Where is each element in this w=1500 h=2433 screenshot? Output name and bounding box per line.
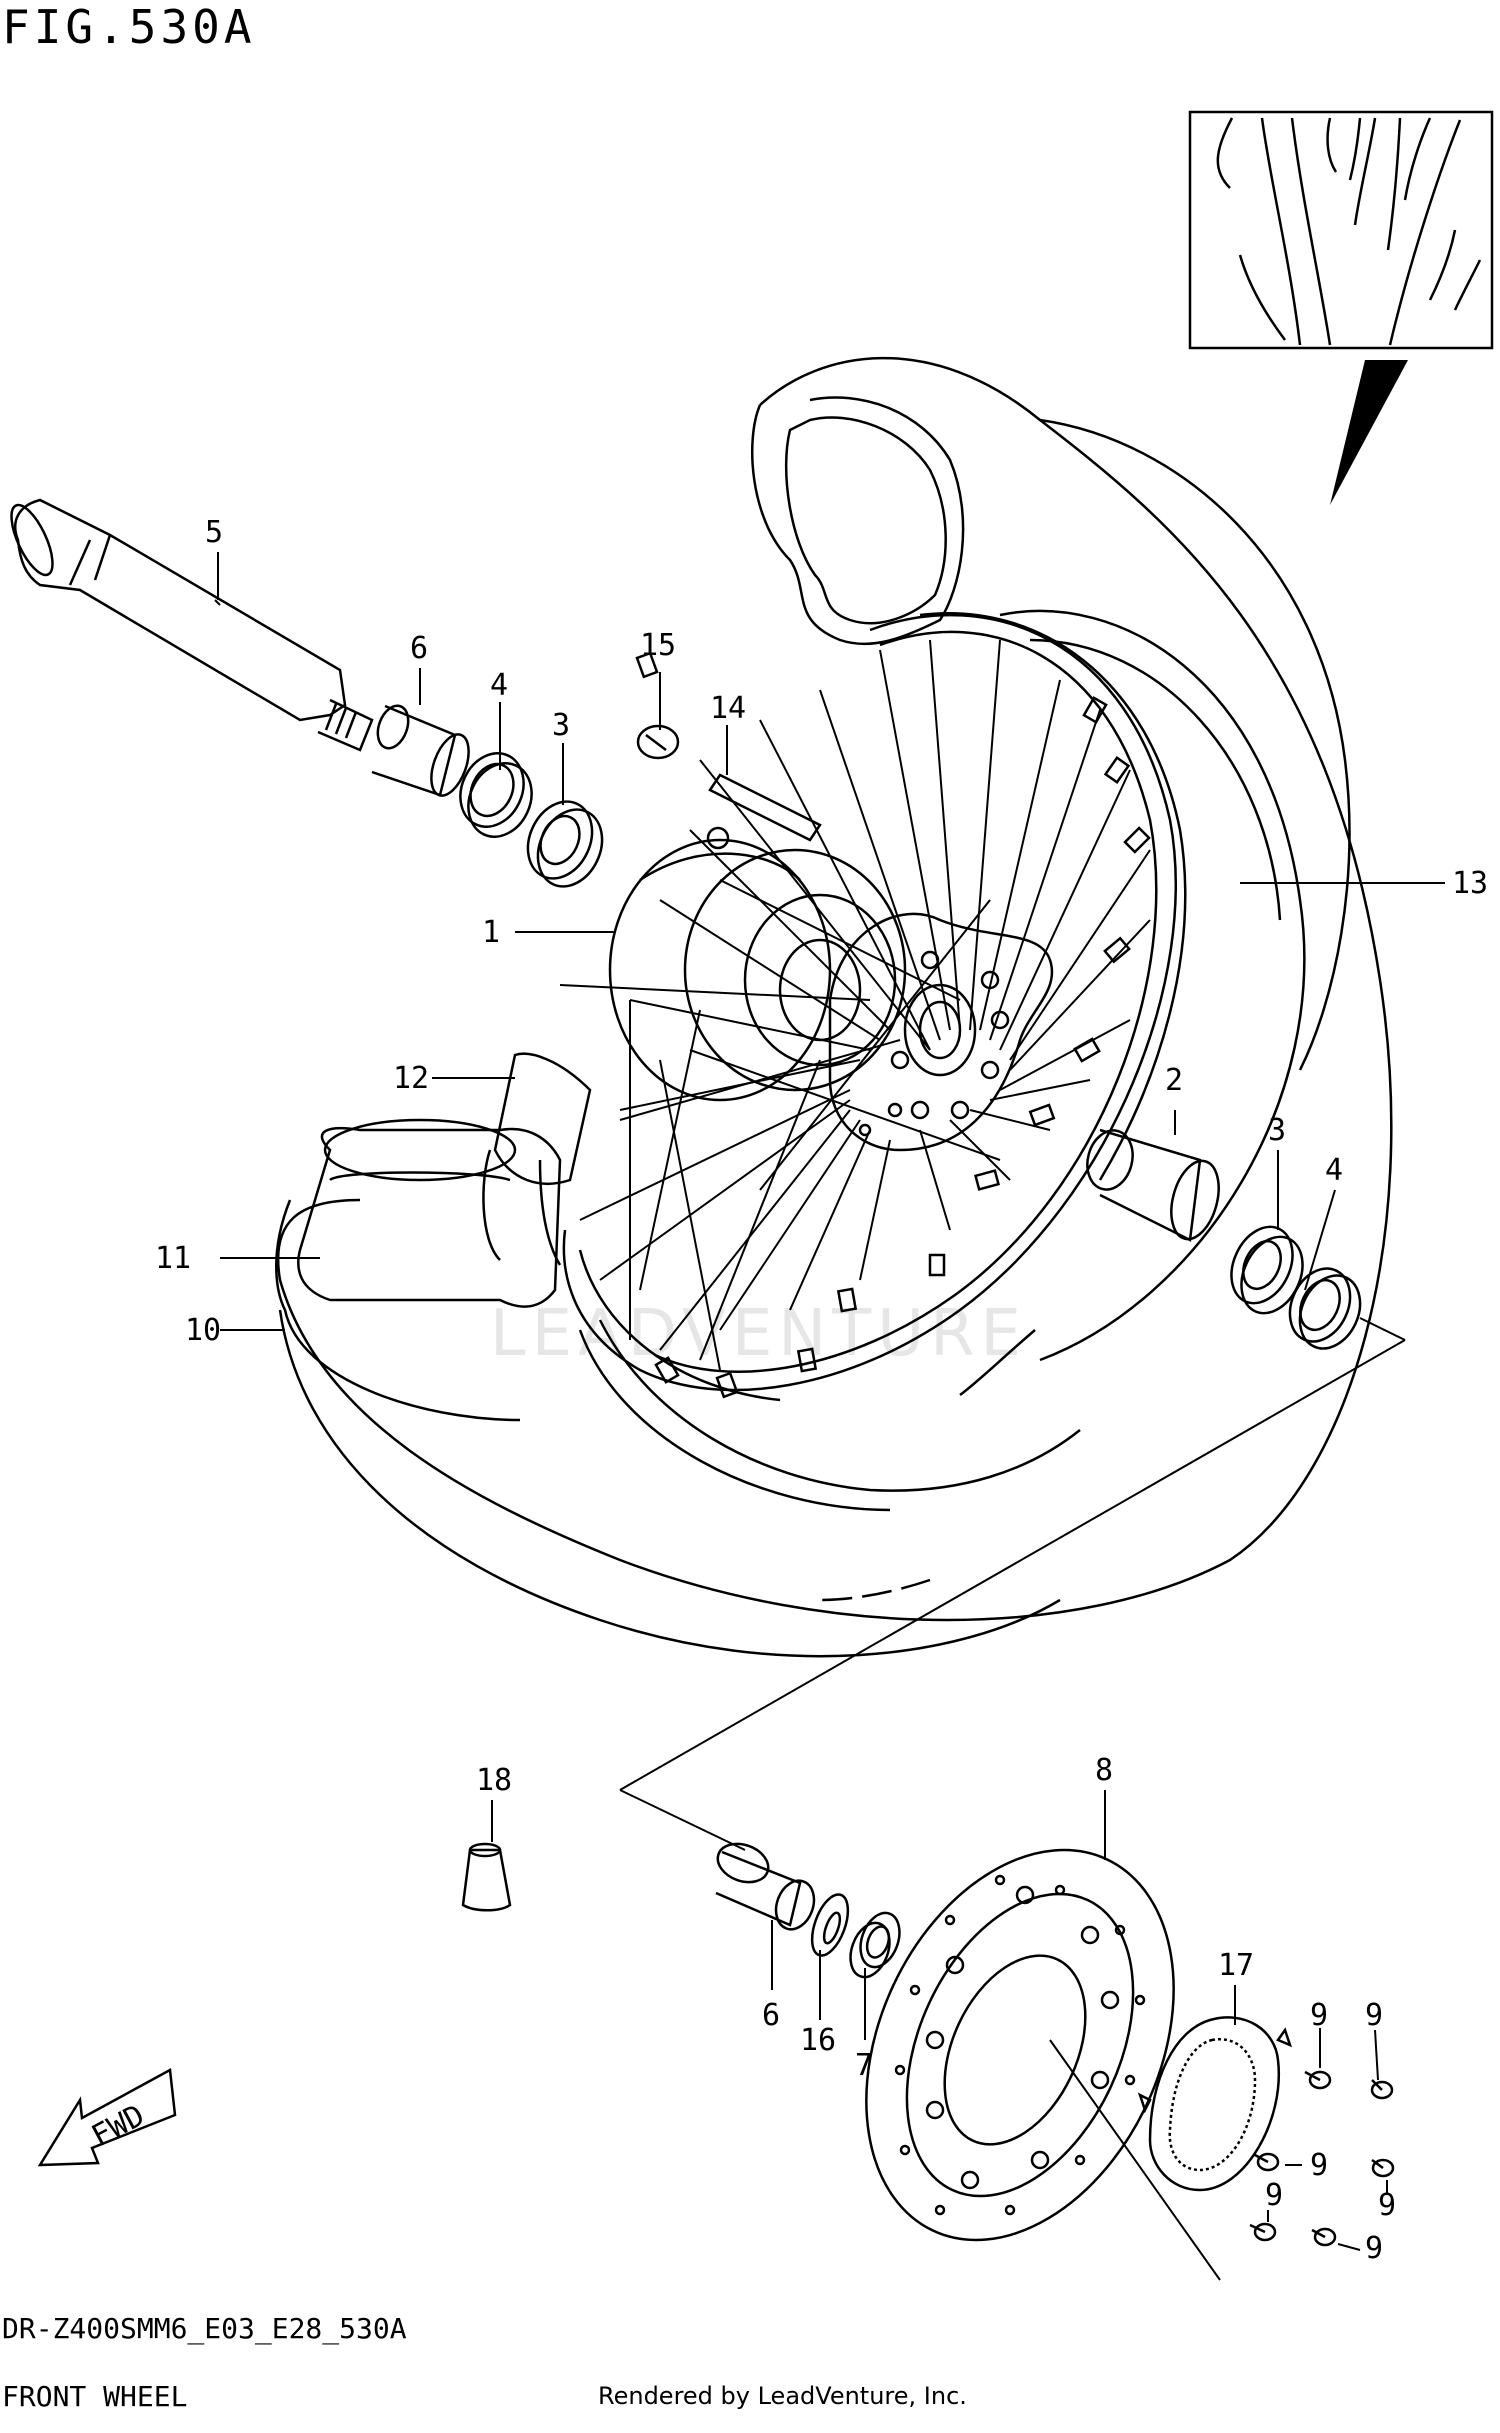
model-code: DR-Z400SMM6_E03_E28_530A (2, 2312, 407, 2345)
callout-1: 1 (482, 915, 500, 950)
watermark: LEADVENTURE (490, 1297, 1027, 1371)
callout-3-right: 3 (1268, 1113, 1286, 1148)
callout-9-f: 9 (1365, 2231, 1383, 2266)
leader-lines (214, 552, 1445, 2251)
tire (276, 356, 1393, 1622)
rim-lock-screw (636, 724, 680, 760)
callout-15: 15 (640, 628, 676, 663)
bolt (1370, 2079, 1394, 2100)
valve-cap (461, 1842, 512, 1912)
bolt (1254, 2152, 1280, 2172)
oil-seal-right (1288, 1267, 1362, 1350)
callout-labels: 5 6 4 3 15 14 1 12 11 10 13 2 3 4 18 8 1… (155, 515, 1488, 2266)
tread-detail-inset (1188, 110, 1494, 350)
disc-bolts (1249, 2070, 1395, 2247)
callout-6-bottom: 6 (762, 1998, 780, 2033)
spacer-right (1086, 1128, 1220, 1242)
tube (482, 1052, 592, 1266)
brake-disc (865, 1848, 1175, 2242)
render-credit: Rendered by LeadVenture, Inc. (598, 2382, 967, 2410)
callout-13: 13 (1452, 866, 1488, 901)
bolt (1371, 2158, 1395, 2178)
callout-14: 14 (710, 691, 746, 726)
callout-4-right: 4 (1325, 1153, 1343, 1188)
callout-9-b: 9 (1365, 1998, 1383, 2033)
callout-18: 18 (476, 1763, 512, 1798)
callout-16: 16 (800, 2023, 836, 2058)
bearing-left (526, 800, 604, 888)
spacer-brake-side (715, 1842, 816, 1931)
callout-9-d: 9 (1378, 2188, 1396, 2223)
callout-11: 11 (155, 1241, 191, 1276)
callout-8: 8 (1095, 1753, 1113, 1788)
washer (810, 1893, 850, 1957)
callout-3-top: 3 (552, 708, 570, 743)
oil-seal-left (459, 752, 533, 838)
bolt (1311, 2227, 1337, 2247)
speed-sensor-ring (1137, 2016, 1293, 2192)
callout-2: 2 (1165, 1063, 1183, 1098)
tire-section (275, 1199, 1061, 1658)
spoke-nipples (635, 651, 1151, 1399)
callout-4-top: 4 (490, 668, 508, 703)
callout-6-top: 6 (410, 631, 428, 666)
assembly-axis-lines (619, 1317, 1406, 2281)
callout-9-e: 9 (1265, 2178, 1283, 2213)
callout-12: 12 (393, 1061, 429, 1096)
spacer-left (371, 704, 470, 797)
detail-arrow (1330, 360, 1408, 505)
rim-lock-band (706, 773, 822, 850)
spokes (559, 639, 1151, 1371)
callout-9-a: 9 (1310, 1998, 1328, 2033)
bolt (1249, 2222, 1277, 2242)
hub (608, 838, 1054, 1152)
front-axle (10, 498, 374, 752)
forward-direction-arrow: FWD (37, 2068, 177, 2167)
bolt (1304, 2070, 1332, 2090)
callout-17: 17 (1218, 1948, 1254, 1983)
rim-band (297, 1118, 562, 1308)
callout-9-c: 9 (1310, 2148, 1328, 2183)
callout-10: 10 (185, 1313, 221, 1348)
callout-5: 5 (205, 515, 223, 550)
figure-title: FIG.530A (2, 0, 256, 54)
brake-side-seal (849, 1911, 901, 1979)
callout-7: 7 (855, 2048, 873, 2083)
section-name: FRONT WHEEL (2, 2380, 188, 2413)
